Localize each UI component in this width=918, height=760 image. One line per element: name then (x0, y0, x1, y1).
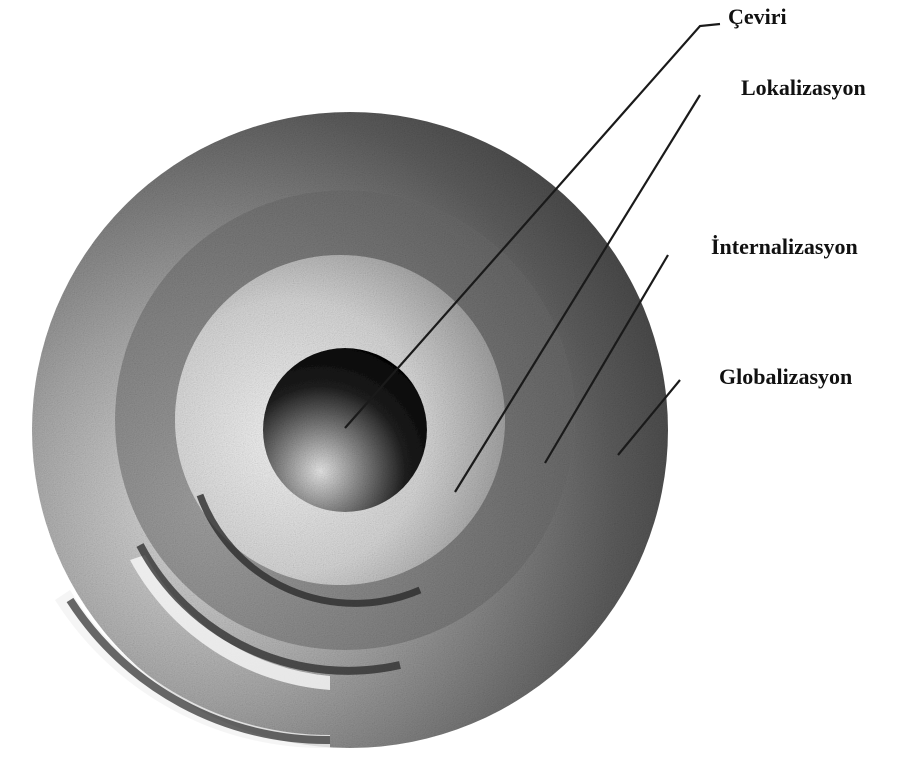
label-lokalizasyon: Lokalizasyon (741, 77, 866, 99)
label-ceviri: Çeviri (728, 6, 787, 28)
translation-core (263, 348, 427, 512)
label-globalizasyon: Globalizasyon (719, 366, 852, 388)
label-internalizasyon: İnternalizasyon (711, 236, 858, 258)
